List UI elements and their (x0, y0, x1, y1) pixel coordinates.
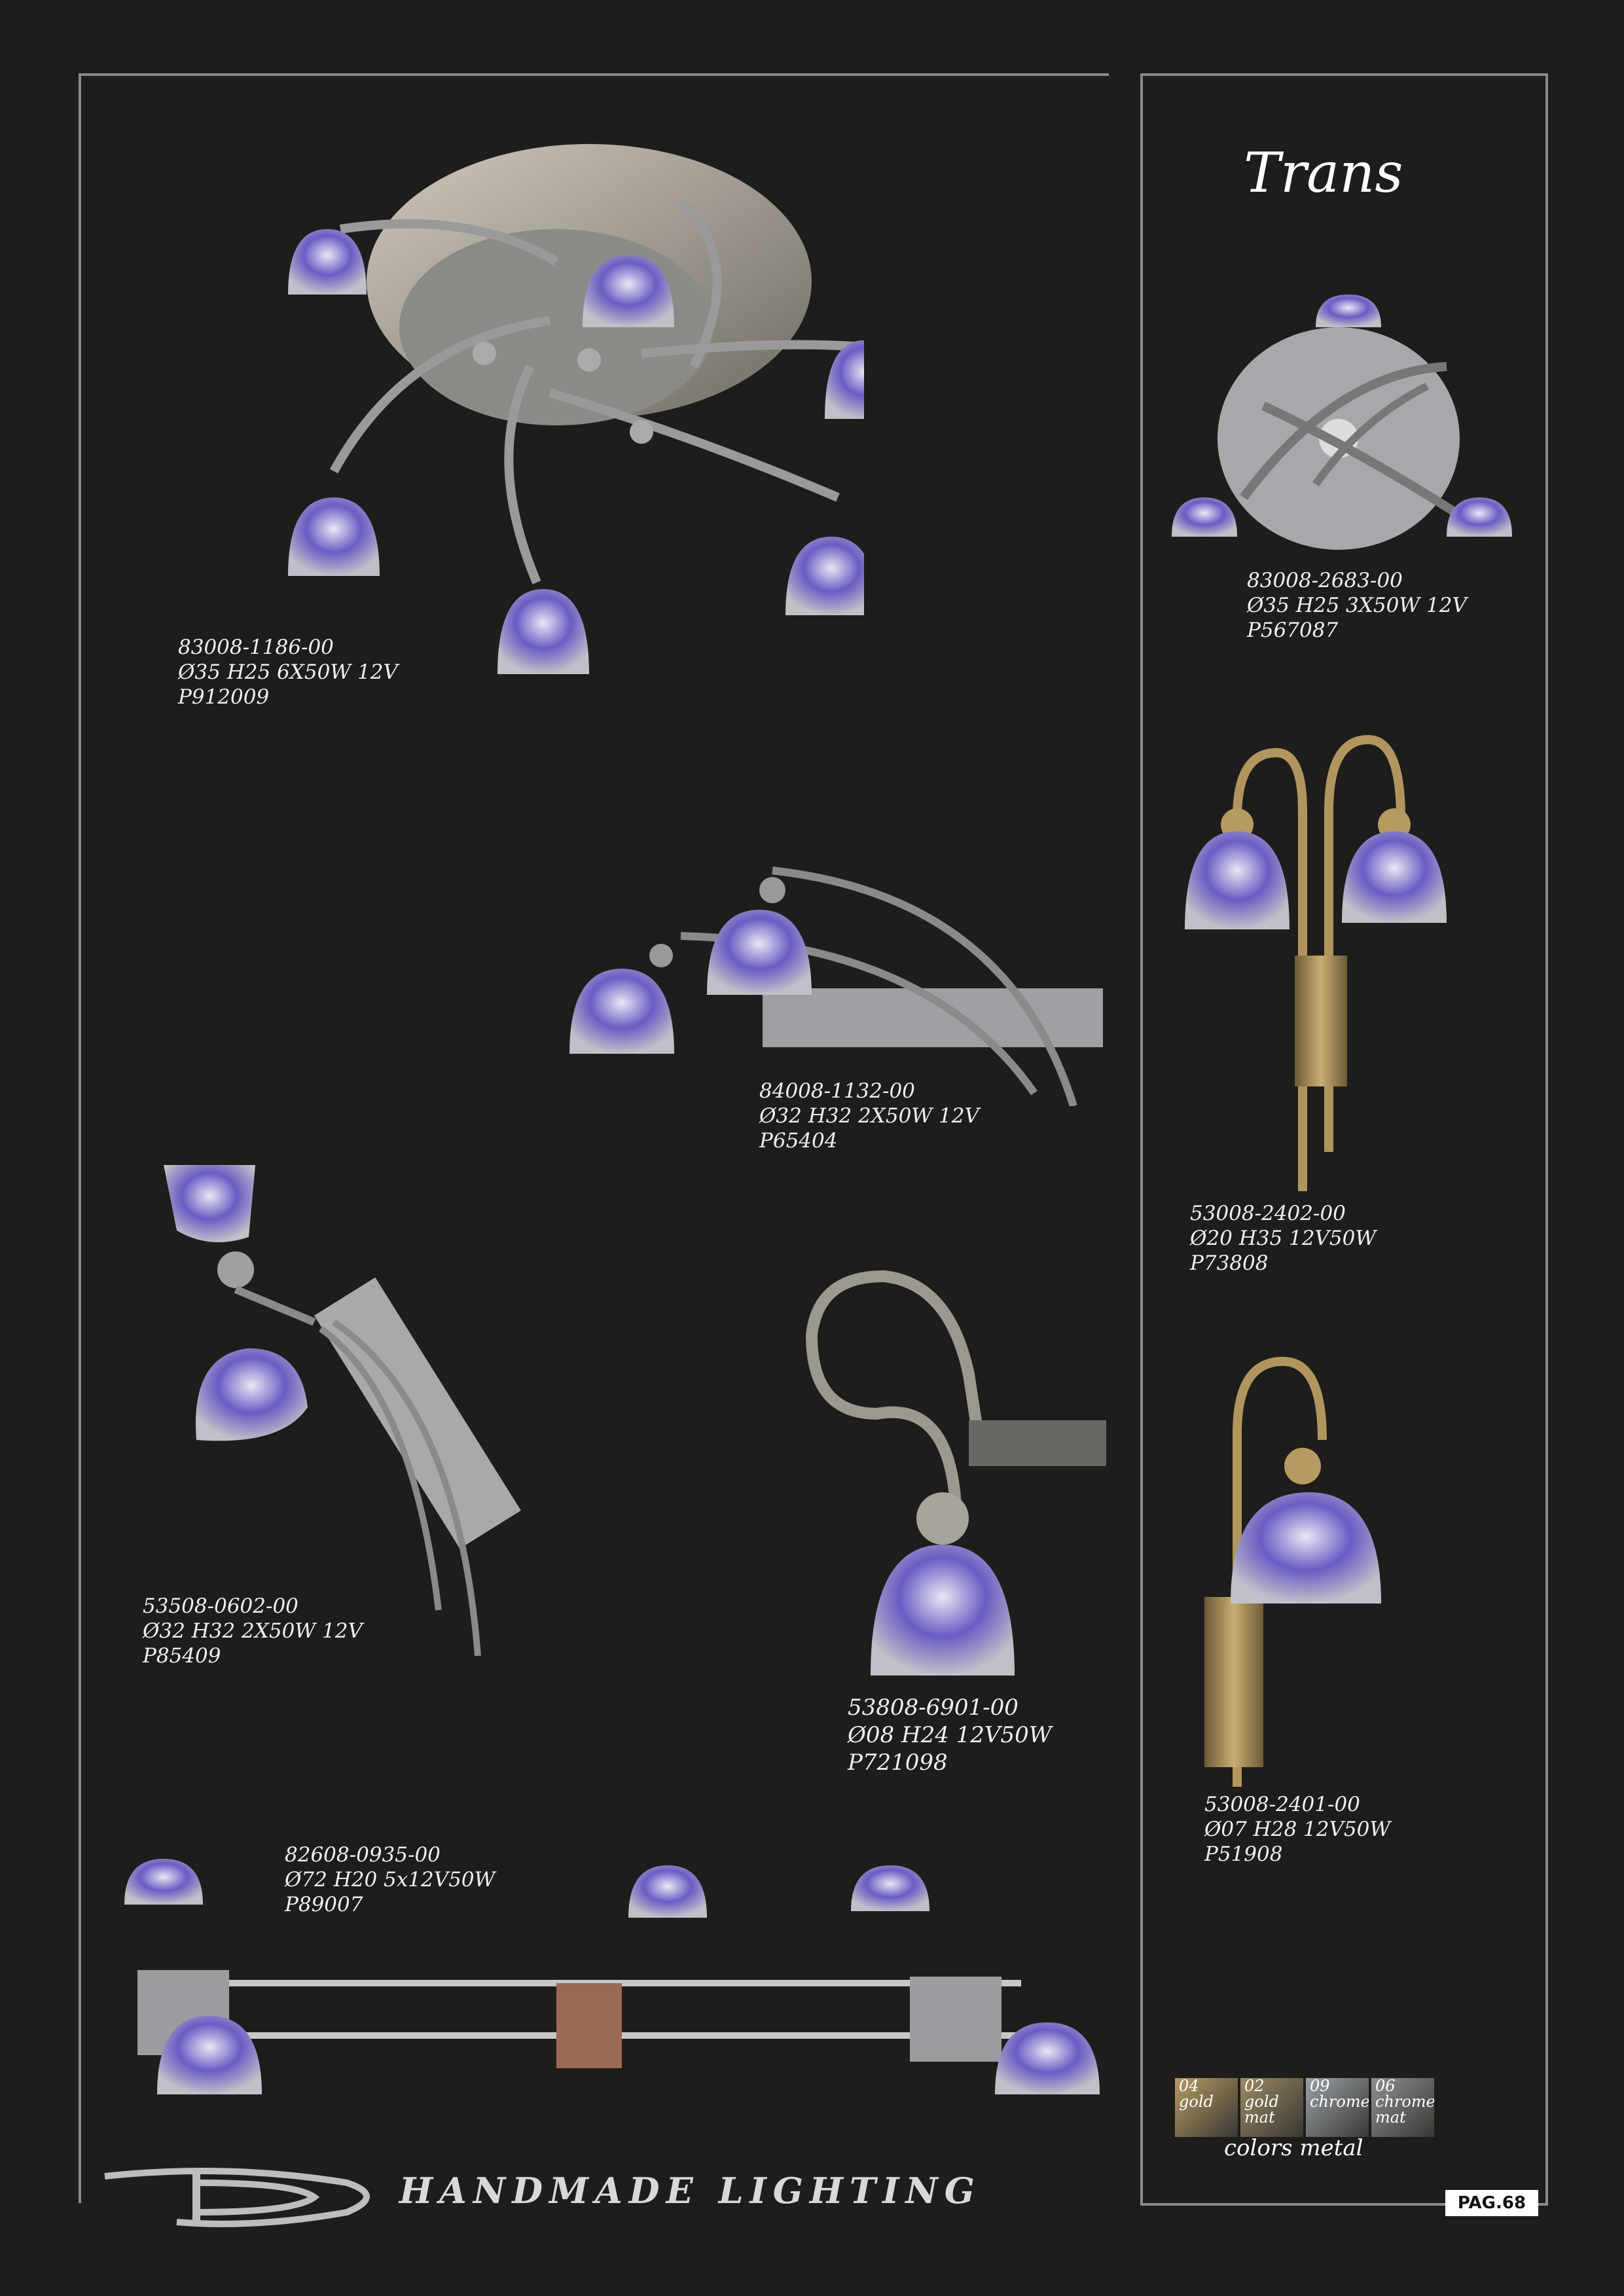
swatch-code: 09 (1310, 2078, 1330, 2095)
swatch-code: 02 (1244, 2078, 1265, 2095)
product-spec: Ø32 H32 2X50W 12V (759, 1104, 979, 1128)
right-frame (1140, 73, 1548, 2206)
product-price: P567087 (1247, 619, 1339, 642)
product-price: P73808 (1190, 1251, 1269, 1275)
swatch-chrome-mat: 06 chrome mat (1371, 2078, 1434, 2137)
product-spec: Ø07 H28 12V50W (1204, 1818, 1391, 1841)
product-code: 53508-0602-00 (143, 1594, 298, 1618)
product-code: 83008-2683-00 (1247, 569, 1403, 592)
product-label-53008-2402: 53008-2402-00 Ø20 H35 12V50W P73808 (1190, 1201, 1376, 1276)
swatch-name: gold (1179, 2092, 1214, 2111)
product-price: P89007 (285, 1893, 363, 1916)
swatch-name: gold mat (1244, 2092, 1279, 2126)
page-number: PAG.68 (1445, 2190, 1538, 2216)
product-label-83008-2683: 83008-2683-00 Ø35 H25 3X50W 12V P567087 (1247, 568, 1467, 643)
product-code: 53008-2401-00 (1204, 1793, 1360, 1816)
product-spec: Ø72 H20 5x12V50W (285, 1868, 496, 1892)
product-spec: Ø35 H25 3X50W 12V (1247, 594, 1467, 617)
product-spec: Ø08 H24 12V50W (848, 1722, 1052, 1748)
collection-title: Trans (1244, 141, 1403, 205)
product-price: P65404 (759, 1129, 838, 1153)
brand-name: HANDMADE LIGHTING (399, 2170, 981, 2212)
lamp-image-5-light-rail (124, 1859, 1100, 2094)
product-label-53008-2401: 53008-2401-00 Ø07 H28 12V50W P51908 (1204, 1792, 1390, 1867)
product-code: 82608-0935-00 (285, 1843, 441, 1867)
swatch-code: 06 (1375, 2078, 1396, 2095)
product-price: P51908 (1204, 1842, 1283, 1866)
swatch-chrome: 09 chrome (1306, 2078, 1369, 2137)
product-spec: Ø20 H35 12V50W (1190, 1227, 1377, 1250)
product-label-84008-1132: 84008-1132-00 Ø32 H32 2X50W 12V P65404 (759, 1079, 979, 1153)
lamp-image-3-light-ceiling (1172, 295, 1512, 550)
brand-logo-icon (104, 2168, 370, 2227)
lamp-image-hooked-sconce (1204, 1356, 1381, 1787)
product-label-53808-6901: 53808-6901-00 Ø08 H24 12V50W P721098 (848, 1694, 1052, 1776)
lamp-image-2-light-sconce (1185, 734, 1447, 1191)
product-spec: Ø35 H25 6X50W 12V (178, 660, 398, 684)
product-label-83008-1186: 83008-1186-00 Ø35 H25 6X50W 12V P912009 (178, 635, 398, 709)
product-price: P721098 (848, 1749, 948, 1776)
lamp-image-6-light-ceiling (288, 144, 864, 674)
left-frame (79, 73, 1109, 2203)
swatch-name: chrome mat (1375, 2092, 1434, 2126)
product-price: P912009 (178, 685, 270, 709)
lamp-image-2-light-diagonal (164, 1165, 521, 1657)
product-code: 53808-6901-00 (848, 1695, 1019, 1721)
lamp-image-2-light-bar (569, 867, 1103, 1106)
swatch-gold-mat: 02 gold mat (1240, 2078, 1303, 2137)
product-spec: Ø32 H32 2X50W 12V (143, 1619, 363, 1643)
product-price: P85409 (143, 1644, 221, 1668)
finish-swatches: 04 gold 02 gold mat 09 chrome 06 chrome … (1175, 2078, 1443, 2144)
product-code: 84008-1132-00 (759, 1079, 915, 1103)
swatch-code: 04 (1179, 2078, 1199, 2095)
lamp-image-gooseneck-light (805, 1270, 1106, 1676)
finishes-caption: colors metal (1224, 2135, 1363, 2161)
swatch-name: chrome (1310, 2092, 1369, 2111)
swatch-gold: 04 gold (1175, 2078, 1238, 2137)
product-label-53508-0602: 53508-0602-00 Ø32 H32 2X50W 12V P85409 (143, 1594, 363, 1668)
product-label-82608-0935: 82608-0935-00 Ø72 H20 5x12V50W P89007 (285, 1842, 495, 1917)
product-code: 53008-2402-00 (1190, 1202, 1346, 1225)
product-code: 83008-1186-00 (178, 636, 334, 659)
